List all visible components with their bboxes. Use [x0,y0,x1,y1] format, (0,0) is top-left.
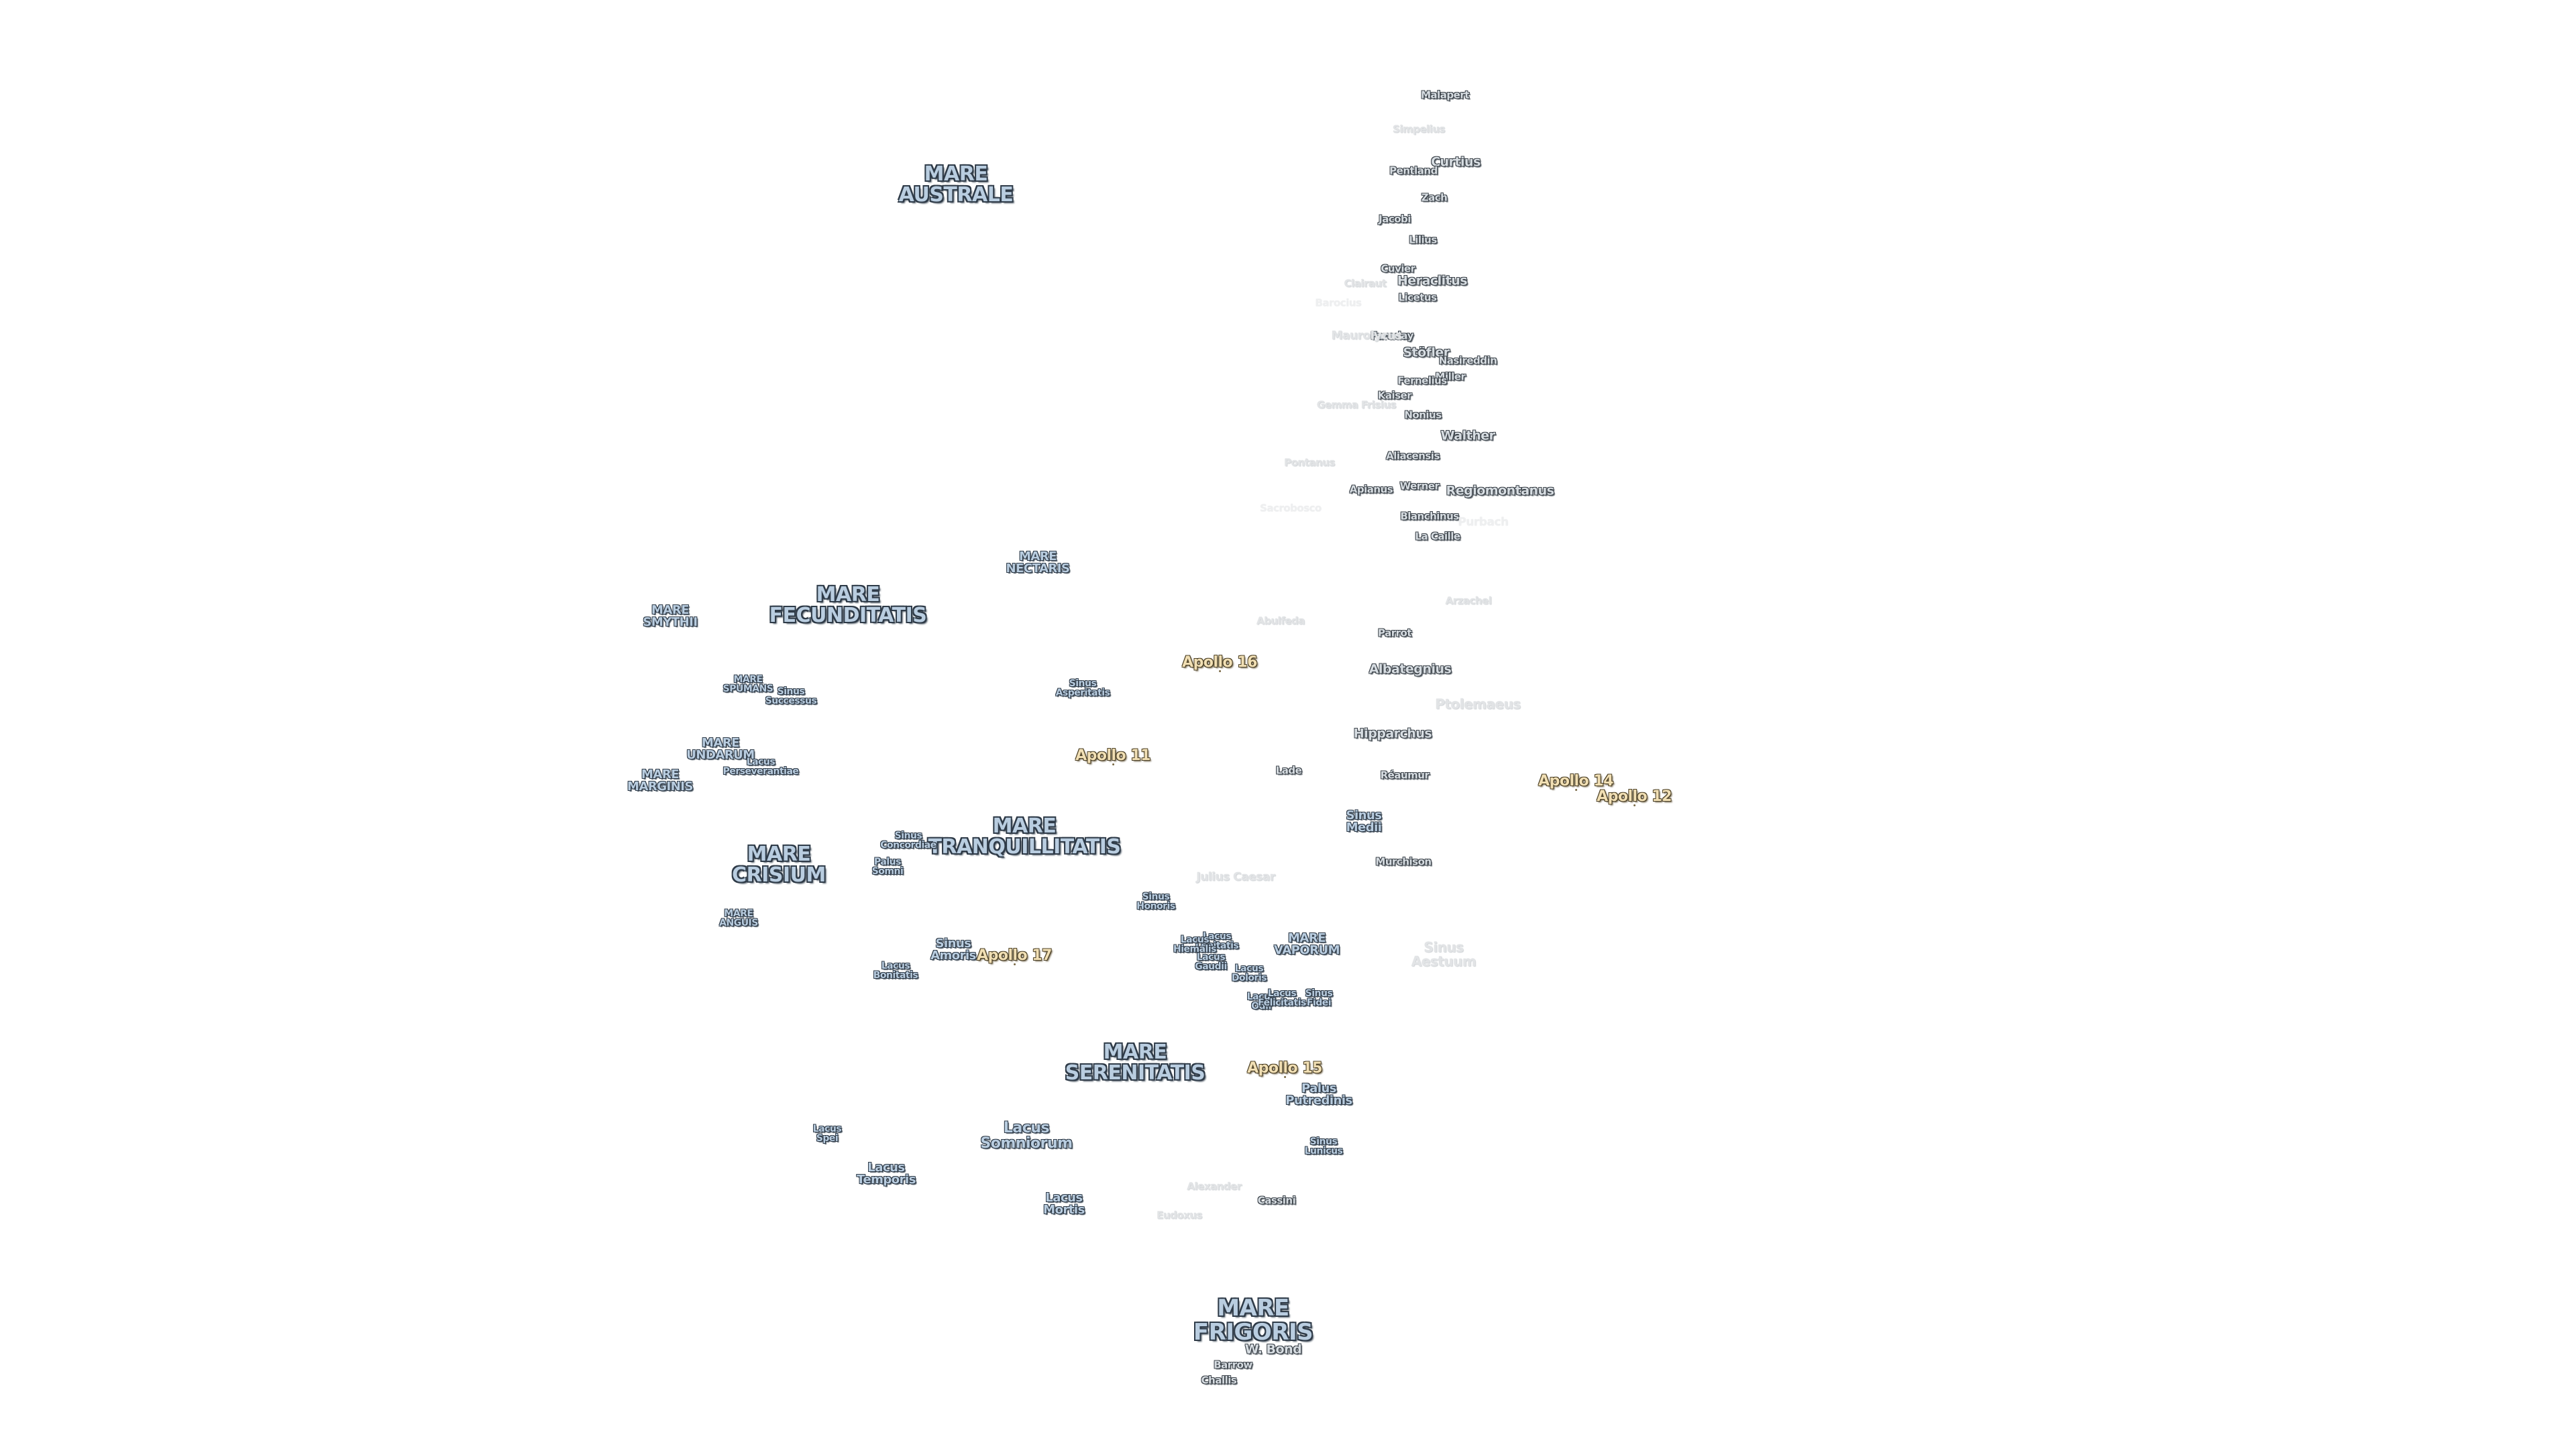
crater-clairaut-label[interactable]: Clairaut [1344,277,1387,290]
lacus-bonitatis-label[interactable]: Lacus Bonitatis [873,961,918,981]
crater-jacobi-label[interactable]: Jacobi [1379,213,1411,225]
sinus-fidei-label[interactable]: Sinus Fidei [1305,988,1333,1008]
crater-walther-label[interactable]: Walther [1440,428,1495,443]
crater-werner-label[interactable]: Werner [1399,480,1440,492]
mare-spumans-label[interactable]: MARE SPUMANS [722,674,773,694]
mare-fecunditatis-label[interactable]: MARE FECUNDITATIS [769,583,927,627]
sinus-honoris-label[interactable]: Sinus Honoris [1136,892,1175,912]
mare-frigoris-label[interactable]: MARE FRIGORIS [1193,1295,1313,1346]
sinus-successus-label[interactable]: Sinus Successus [765,686,817,706]
sinus-amoris-label[interactable]: Sinus Amoris [930,936,976,963]
lacus-spei-label[interactable]: Lacus Spei [812,1124,842,1144]
apollo-16-site[interactable]: Apollo 16 [1182,654,1257,672]
crater-fernelius-label[interactable]: Fernelius [1397,374,1447,387]
crater-zach-label[interactable]: Zach [1421,191,1448,204]
crater-cassini-label[interactable]: Cassini [1257,1194,1296,1207]
crater-faraday-label[interactable]: Faraday [1371,329,1413,342]
crater-challis-label[interactable]: Challis [1201,1374,1237,1387]
mare-tranquillitatis-label[interactable]: MARE TRANQUILLITATIS [928,814,1121,859]
lacus-lenitatis-label[interactable]: Lacus Lenitatis [1195,931,1239,951]
lacus-somniorum-label[interactable]: Lacus Somniorum [980,1120,1073,1152]
crater-maurolycus-label[interactable]: Maurolycus [1331,329,1402,343]
crater-la-caille-label[interactable]: La Caille [1415,530,1460,543]
crater-abulfeda-label[interactable]: Abulfeda [1256,614,1305,627]
crater-aliacensis-label[interactable]: Aliacensis [1386,449,1440,462]
palus-somni-label[interactable]: Palus Somni [871,857,904,877]
lacus-hiemalis-label[interactable]: Lacus Hiemalis [1173,934,1216,955]
crater-reaumur-label[interactable]: Réaumur [1380,769,1430,782]
crater-pontanus-label[interactable]: Pontanus [1284,456,1335,469]
lacus-gaudii-label[interactable]: Lacus Gaudii [1195,952,1227,972]
crater-nonius-label[interactable]: Nonius [1404,409,1442,421]
mare-marginis-label[interactable]: MARE MARGINIS [627,767,693,794]
palus-putredinis-label[interactable]: Palus Putredinis [1285,1081,1352,1108]
lacus-doloris-label[interactable]: Lacus Doloris [1231,963,1267,983]
lacus-perseverantiae-label[interactable]: Lacus Perseverantiae [722,757,799,777]
crater-curtius-label[interactable]: Curtius [1431,154,1481,170]
crater-apianus-label[interactable]: Apianus [1349,483,1393,496]
apollo-12-site[interactable]: Apollo 12 [1597,788,1672,806]
mare-vaporum-label[interactable]: MARE VAPORUM [1273,931,1340,957]
crater-lilius-label[interactable]: Lilius [1409,233,1437,246]
mare-crisium-label[interactable]: MARE CRISIUM [732,843,826,887]
mare-smythii-label[interactable]: MARE SMYTHII [643,603,698,629]
crater-sacrobosco-label[interactable]: Sacrobosco [1260,502,1322,515]
crater-pentland-label[interactable]: Pentland [1389,164,1438,177]
crater-eudoxus-label[interactable]: Eudoxus [1157,1209,1202,1222]
crater-cuvier-label[interactable]: Cuvier [1381,262,1415,275]
apollo-17-site[interactable]: Apollo 17 [977,947,1052,965]
sinus-aestuum-label[interactable]: Sinus Aestuum [1411,939,1477,969]
crater-malapert-label[interactable]: Malapert [1421,89,1469,101]
lacus-felicitatis-label[interactable]: Lacus Felicitatis [1258,988,1306,1008]
crater-nasireddin-label[interactable]: Nasireddin [1438,354,1497,367]
crater-barrow-label[interactable]: Barrow [1214,1358,1252,1371]
lacus-mortis-label[interactable]: Lacus Mortis [1043,1191,1085,1217]
apollo-11-site[interactable]: Apollo 11 [1075,747,1150,765]
sinus-asperitatis-label[interactable]: Sinus Asperitatis [1055,678,1110,698]
crater-miller-label[interactable]: Miller [1435,370,1466,383]
crater-alexander-label[interactable]: Alexander [1187,1180,1242,1193]
crater-purbach-label[interactable]: Purbach [1458,515,1509,529]
crater-heraclitus-label[interactable]: Heraclitus [1397,273,1468,288]
lacus-odii-label[interactable]: Lacus Odii [1246,991,1276,1012]
crater-stofler-label[interactable]: Stöfler [1403,345,1450,360]
sinus-lunicus-label[interactable]: Sinus Lunicus [1304,1136,1343,1157]
crater-w-bond-label[interactable]: W. Bond [1244,1342,1302,1357]
crater-ptolemaeus-label[interactable]: Ptolemaeus [1435,696,1521,712]
apollo-14-site[interactable]: Apollo 14 [1538,773,1613,791]
mare-serenitatis-label[interactable]: MARE SERENITATIS [1065,1040,1205,1085]
crater-regiomontanus-label[interactable]: Regiomontanus [1446,483,1554,498]
crater-parrot-label[interactable]: Parrot [1378,627,1411,639]
mare-undarum-label[interactable]: MARE UNDARUM [686,736,755,762]
sinus-medii-label[interactable]: Sinus Medii [1346,808,1382,835]
crater-barocius-label[interactable]: Barocius [1315,297,1362,309]
crater-kaiser-label[interactable]: Kaiser [1377,389,1412,402]
crater-licetus-label[interactable]: Licetus [1398,291,1437,304]
crater-lade-label[interactable]: Lade [1275,764,1302,777]
crater-arzachel-label[interactable]: Arzachel [1445,594,1492,607]
crater-blanchinus-label[interactable]: Blanchinus [1400,510,1459,523]
lacus-temporis-label[interactable]: Lacus Temporis [857,1161,916,1187]
crater-simpelius-label[interactable]: Simpelius [1393,123,1445,136]
mare-nectaris-label[interactable]: MARE NECTARIS [1006,549,1070,576]
crater-julius-caesar-label[interactable]: Julius Caesar [1196,870,1275,884]
crater-albategnius-label[interactable]: Albategnius [1368,661,1452,677]
crater-hipparchus-label[interactable]: Hipparchus [1353,726,1432,741]
mare-australe-label[interactable]: MARE AUSTRALE [898,162,1014,207]
sinus-concordiae-label[interactable]: Sinus Concordiae [880,830,936,851]
crater-gemma-frisius-label[interactable]: Gemma Frisius [1316,398,1397,411]
mare-anguis-label[interactable]: MARE ANGUIS [719,908,758,928]
crater-murchison-label[interactable]: Murchison [1375,855,1432,868]
apollo-15-site[interactable]: Apollo 15 [1247,1060,1322,1078]
